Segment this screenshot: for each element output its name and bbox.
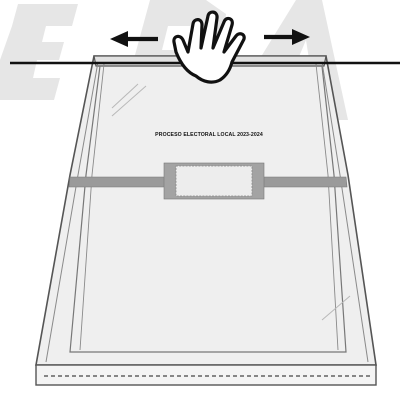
- bag-left-fold: [45, 61, 99, 363]
- bag-outline: [35, 55, 377, 366]
- bag-bottom-flap: [35, 364, 377, 386]
- open-hand-icon: [172, 10, 246, 84]
- bag-inner-outline: [69, 65, 347, 353]
- bag-title-text: PROCESO ELECTORAL LOCAL 2023-2024: [155, 132, 263, 138]
- arrow-right-icon: [264, 29, 310, 45]
- bag-right-fold-2: [315, 63, 339, 351]
- label-patch: [175, 165, 253, 197]
- bag-reflection: [111, 83, 351, 321]
- bag-right-fold: [321, 61, 369, 363]
- arrow-left-icon: [110, 31, 158, 47]
- bag-left-fold-2: [79, 63, 105, 351]
